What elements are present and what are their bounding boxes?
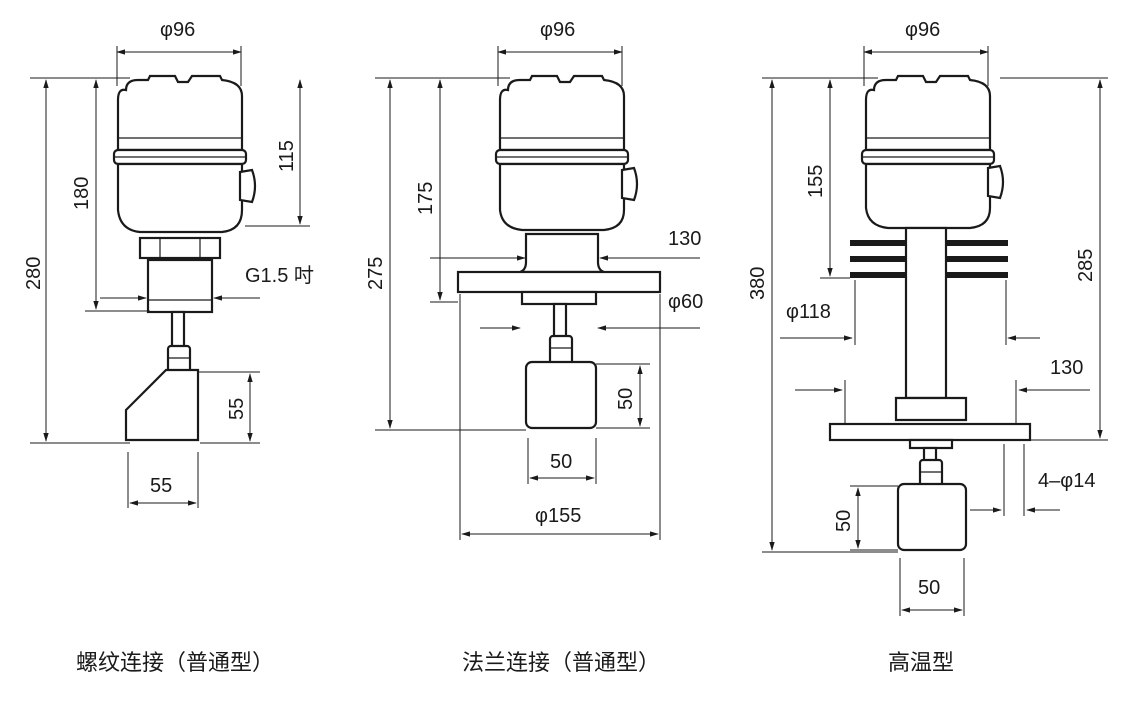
dim-neck-dia-2: φ60 bbox=[668, 291, 703, 313]
hex-nut bbox=[138, 236, 222, 260]
dim-flange-dia-2: φ155 bbox=[535, 505, 581, 527]
flange-spigot bbox=[908, 438, 954, 450]
neck bbox=[519, 232, 605, 274]
flange bbox=[456, 270, 662, 294]
view-flange-connection: φ96 275 175 130 φ60 50 50 φ155 法兰连接（普通型） bbox=[365, 19, 703, 676]
view-thread-connection: φ96 280 180 115 G1.5 吋 55 55 螺纹连接（普通型） bbox=[23, 19, 314, 676]
dim-dia-top-3: φ96 bbox=[905, 19, 940, 41]
dim-paddle-height-3: 50 bbox=[833, 510, 855, 532]
dim-right-height-3: 285 bbox=[1075, 249, 1097, 282]
caption-high-temperature: 高温型 bbox=[888, 651, 954, 676]
cable-gland bbox=[986, 164, 1005, 200]
dim-paddle-height-2: 50 bbox=[615, 388, 637, 410]
neck bbox=[894, 396, 968, 422]
housing-head bbox=[498, 74, 626, 152]
cable-gland bbox=[238, 168, 257, 204]
dim-height-mid-1: 180 bbox=[71, 177, 93, 210]
flange bbox=[828, 422, 1032, 442]
shaft bbox=[552, 302, 568, 342]
dim-height-total-1: 280 bbox=[23, 257, 45, 290]
dim-holes-3: 4–φ14 bbox=[1038, 470, 1095, 492]
dim-height-total-2: 275 bbox=[365, 257, 387, 290]
dim-height-mid-2: 175 bbox=[415, 182, 437, 215]
paddle bbox=[896, 482, 968, 552]
caption-thread-connection: 螺纹连接（普通型） bbox=[76, 651, 274, 676]
dim-head-height-1: 115 bbox=[276, 140, 298, 172]
extension-tube bbox=[904, 226, 948, 400]
housing-body bbox=[864, 162, 992, 230]
dim-thread-1: G1.5 吋 bbox=[245, 264, 314, 287]
caption-flange-connection: 法兰连接（普通型） bbox=[462, 651, 660, 676]
housing-body bbox=[498, 162, 626, 232]
dim-flange-pcd-3: 130 bbox=[1050, 357, 1083, 379]
flange-spigot bbox=[520, 290, 598, 306]
dim-flange-pcd-2: 130 bbox=[668, 228, 701, 250]
dim-fin-dia-3: φ118 bbox=[786, 301, 831, 323]
dim-dia-top-2: φ96 bbox=[540, 19, 575, 41]
paddle bbox=[524, 360, 598, 430]
shaft bbox=[170, 310, 186, 352]
dim-height-total-3: 380 bbox=[747, 267, 769, 300]
housing-head bbox=[864, 74, 992, 152]
thread-body bbox=[146, 258, 214, 314]
cable-gland bbox=[620, 166, 639, 202]
dim-paddle-width-2: 50 bbox=[550, 451, 572, 473]
dim-paddle-width-1: 55 bbox=[150, 475, 172, 497]
paddle bbox=[124, 368, 200, 442]
dim-head-height-3: 155 bbox=[805, 165, 827, 198]
housing-body bbox=[116, 162, 244, 234]
dim-dia-top-1: φ96 bbox=[160, 19, 195, 41]
housing-head bbox=[116, 74, 244, 152]
dim-paddle-width-3: 50 bbox=[918, 577, 940, 599]
view-high-temperature: φ96 380 155 285 φ118 130 4–φ14 50 bbox=[747, 19, 1108, 676]
dim-paddle-height-1: 55 bbox=[226, 398, 248, 420]
